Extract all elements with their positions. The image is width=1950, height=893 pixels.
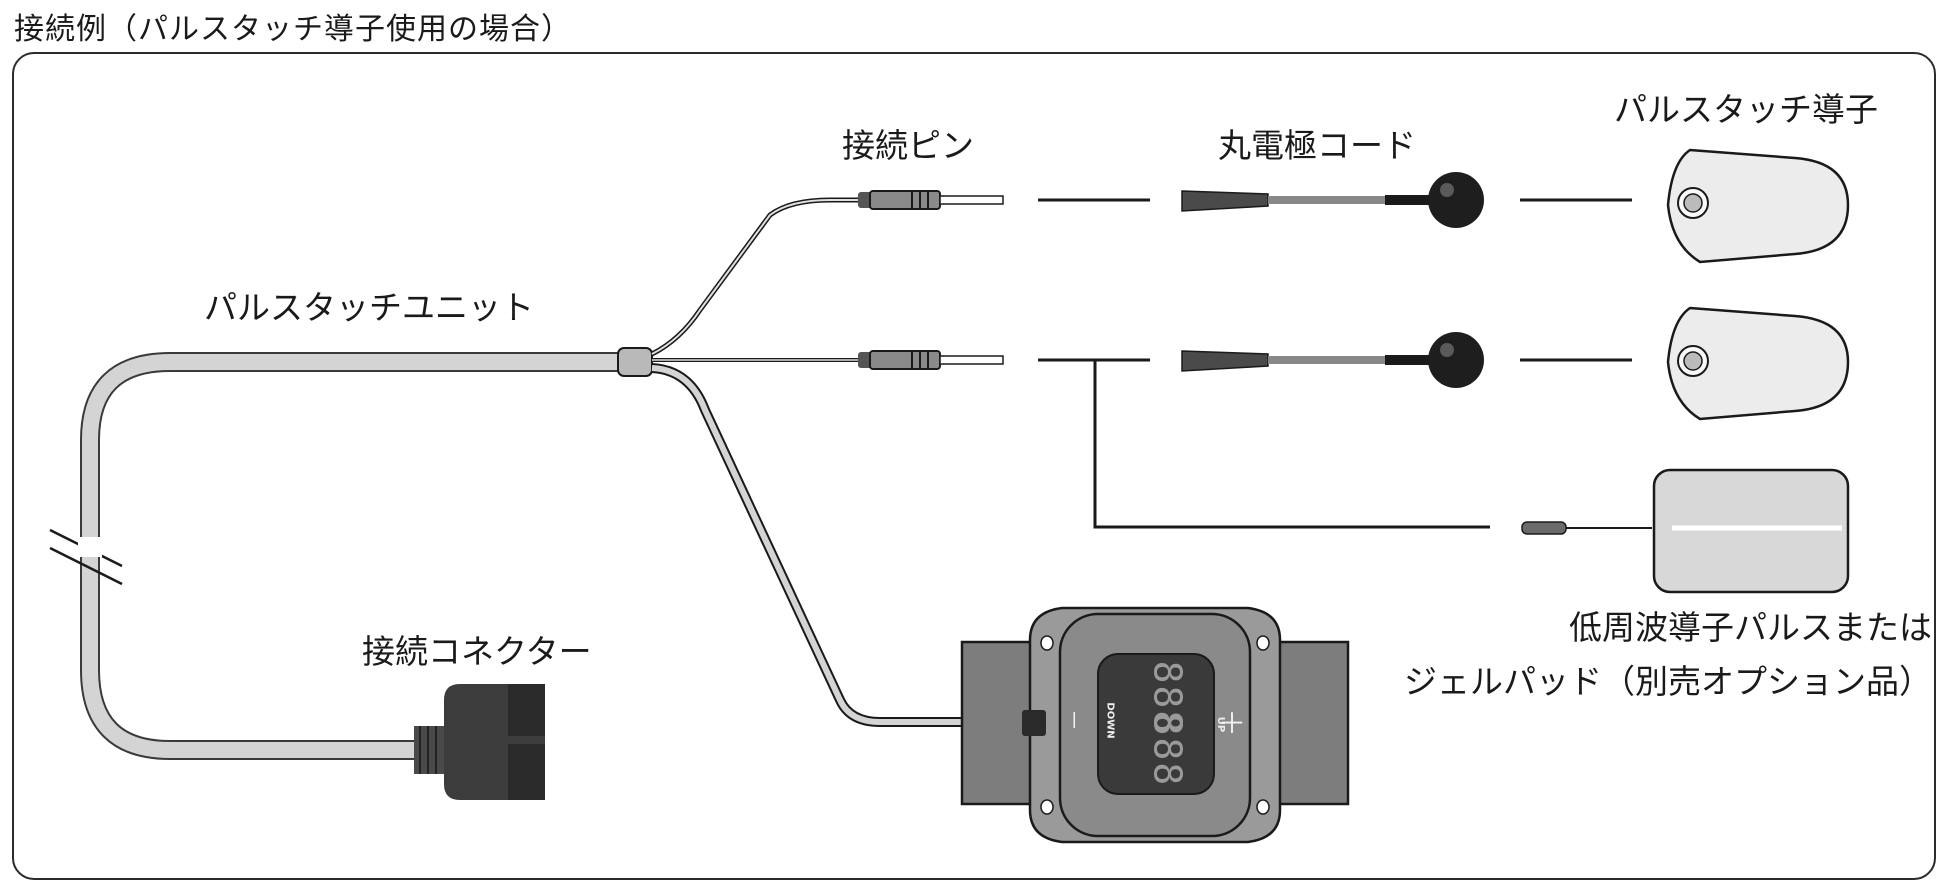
label-gel-pad-line2: ジェルパッド（別売オプション品） xyxy=(1404,662,1932,701)
connector-plug xyxy=(414,684,545,800)
cable-splitter xyxy=(617,347,653,377)
device-display-bottom: 888 xyxy=(1145,712,1190,788)
label-round-electrode-cord: 丸電極コード xyxy=(1218,126,1416,165)
label-connection-pin: 接続ピン xyxy=(842,126,974,165)
label-gel-pad-line1: 低周波導子パルスまたは xyxy=(1569,608,1932,647)
connection-lines xyxy=(1038,198,1632,529)
pulse-touch-electrode-upper xyxy=(1666,148,1850,264)
connection-pin-middle xyxy=(858,350,1004,370)
device-plus-button[interactable]: ＋ xyxy=(1218,707,1247,740)
round-electrode-cord-upper xyxy=(1181,172,1484,228)
diagram-title: 接続例（パルスタッチ導子使用の場合） xyxy=(14,12,572,47)
gel-pad xyxy=(1521,468,1850,594)
label-connector: 接続コネクター xyxy=(362,632,592,671)
label-pulse-touch-electrode: パルスタッチ導子 xyxy=(1614,90,1878,129)
main-device xyxy=(960,606,1350,844)
label-pulse-touch-unit: パルスタッチユニット xyxy=(204,288,534,327)
connection-pin-upper xyxy=(858,190,1004,210)
unit-main-cable xyxy=(80,352,632,760)
diagram-frame xyxy=(12,52,1936,880)
pulse-touch-electrode-lower xyxy=(1666,306,1850,421)
round-electrode-cord-lower xyxy=(1181,332,1484,388)
device-minus-button[interactable]: － xyxy=(1060,708,1086,732)
device-down-label: DOWN xyxy=(1104,702,1116,739)
